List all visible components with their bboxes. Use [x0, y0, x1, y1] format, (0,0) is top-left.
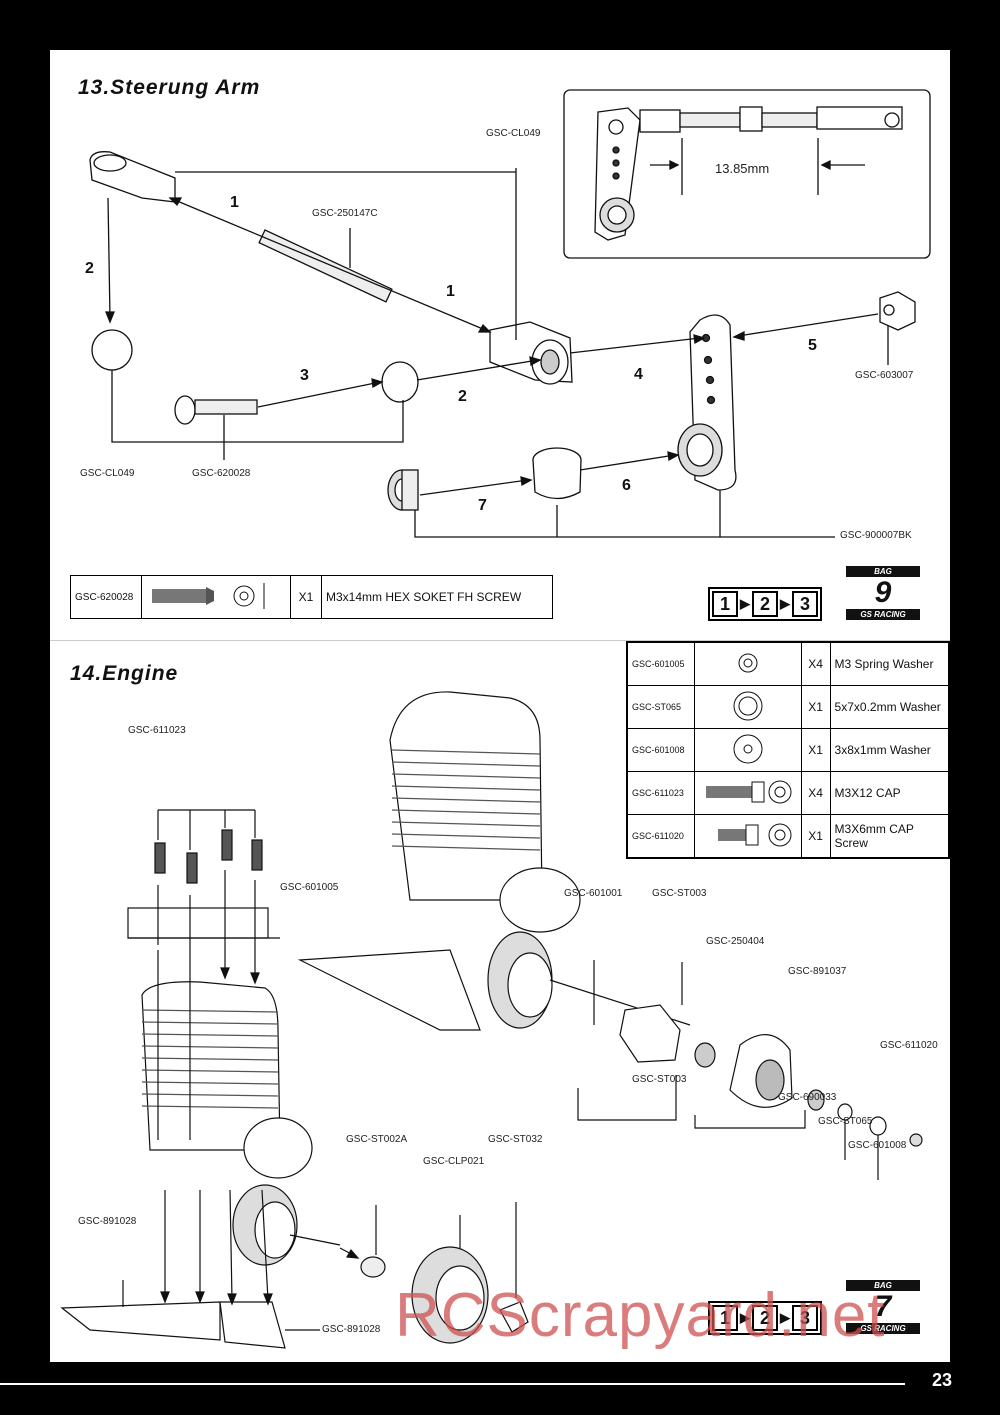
brand-label: GS RACING [846, 609, 920, 620]
part-image [141, 575, 291, 619]
step-box: 2 [752, 1305, 778, 1331]
label-611020: GSC-611020 [880, 1040, 938, 1051]
step-number: 3 [300, 367, 309, 384]
label-891037: GSC-891037 [788, 966, 847, 977]
label-601005: GSC-601005 [280, 882, 339, 893]
label-cl049-left: GSC-CL049 [80, 468, 135, 479]
step-number: 2 [85, 260, 94, 277]
part-code: GSC-611023 [626, 771, 695, 815]
section-divider [50, 640, 950, 641]
steering-arm-diagram [89, 89, 931, 538]
inset-measurement: 13.85mm [715, 161, 770, 176]
step-box: 1 [712, 1305, 738, 1331]
bag-badge-7: BAG 7 GS RACING [846, 1280, 920, 1334]
arrow-right-icon: ▶ [780, 1310, 790, 1325]
inset-frame [563, 89, 931, 259]
step-number: 1 [230, 194, 239, 211]
step-sequence-13: 1 ▶ 2 ▶ 3 [708, 587, 822, 621]
step-number: 5 [808, 337, 817, 354]
part-code: GSC-620028 [70, 575, 142, 619]
label-611023: GSC-611023 [128, 725, 186, 736]
label-screw: GSC-620028 [192, 468, 251, 479]
part-code: GSC-611020 [626, 814, 695, 859]
step-box: 3 [792, 591, 818, 617]
step-box: 2 [752, 591, 778, 617]
label-250404: GSC-250404 [706, 936, 765, 947]
footer-rule [0, 1383, 905, 1385]
part-desc: M3 Spring Washer [829, 641, 950, 686]
label-601008: GSC-601008 [848, 1140, 907, 1151]
section-13-title: 13.Steerung Arm [78, 76, 261, 99]
table-row: GSC-620028 X1 M3x14mm HEX SOKET FH SCREW [70, 575, 553, 619]
hardware-table-13: GSC-620028 X1 M3x14mm HEX SOKET FH SCREW [70, 575, 553, 619]
table-row: GSC-611023 X4 M3X12 CAP [626, 771, 950, 815]
step-number: 4 [634, 366, 643, 383]
label-690033: GSC-690033 [778, 1092, 837, 1103]
label-st032: GSC-ST032 [488, 1134, 543, 1145]
cap-screw-icon [693, 771, 802, 815]
arrow-right-icon: ▶ [780, 596, 790, 611]
hardware-table-14: GSC-601005 X4 M3 Spring Washer GSC-ST065… [626, 641, 950, 859]
label-clp021: GSC-CLP021 [423, 1156, 485, 1167]
label-nut: GSC-603007 [855, 370, 914, 381]
part-qty: X4 [800, 641, 831, 686]
label-601001: GSC-601001 [564, 888, 623, 899]
label-891028-left: GSC-891028 [78, 1216, 137, 1227]
step-box: 3 [792, 1305, 818, 1331]
label-st003-top: GSC-ST003 [652, 888, 707, 899]
arrow-right-icon: ▶ [740, 596, 750, 611]
label-cl049-top: GSC-CL049 [486, 128, 541, 139]
table-row: GSC-601008 X1 3x8x1mm Washer [626, 728, 950, 772]
label-st002a: GSC-ST002A [346, 1134, 408, 1145]
part-code: GSC-601005 [626, 641, 695, 686]
table-row: GSC-611020 X1 M3X6mm CAP Screw [626, 814, 950, 859]
section-14-title: 14.Engine [70, 662, 179, 685]
bag-badge-9: BAG 9 GS RACING [846, 566, 920, 620]
spring-washer-icon [693, 641, 802, 686]
watermark: RCScrapyard.net [395, 1281, 886, 1350]
page-number: 23 [931, 1370, 952, 1390]
part-qty: X1 [290, 575, 322, 619]
step-sequence-14: 1 ▶ 2 ▶ 3 [708, 1301, 822, 1335]
step-number: 2 [458, 388, 467, 405]
table-row: GSC-601005 X4 M3 Spring Washer [626, 641, 950, 686]
step-box: 1 [712, 591, 738, 617]
label-st003-bottom: GSC-ST003 [632, 1074, 687, 1085]
part-desc: M3X6mm CAP Screw [829, 814, 950, 859]
label-arm: GSC-900007BK [840, 530, 912, 541]
bag-number: 9 [874, 576, 892, 609]
part-desc: 5x7x0.2mm Washer [829, 685, 950, 729]
step-number: 1 [446, 283, 455, 300]
bag-label: BAG [846, 1280, 920, 1291]
step-number: 6 [622, 477, 631, 494]
label-rod: GSC-250147C [312, 208, 378, 219]
cap-screw-icon [693, 814, 802, 859]
manual-page: 13.Steerung Arm [50, 50, 950, 1362]
step-number: 7 [478, 497, 487, 514]
bag-number: 7 [874, 1290, 892, 1323]
label-st065: GSC-ST065 [818, 1116, 873, 1127]
part-qty: X4 [800, 771, 831, 815]
part-desc: M3X12 CAP [829, 771, 950, 815]
part-desc: M3x14mm HEX SOKET FH SCREW [321, 575, 553, 619]
label-891028-right: GSC-891028 [322, 1324, 381, 1335]
engine-diagram [60, 691, 923, 1349]
arrow-right-icon: ▶ [740, 1310, 750, 1325]
bag-label: BAG [846, 566, 920, 577]
brand-label: GS RACING [846, 1323, 920, 1334]
